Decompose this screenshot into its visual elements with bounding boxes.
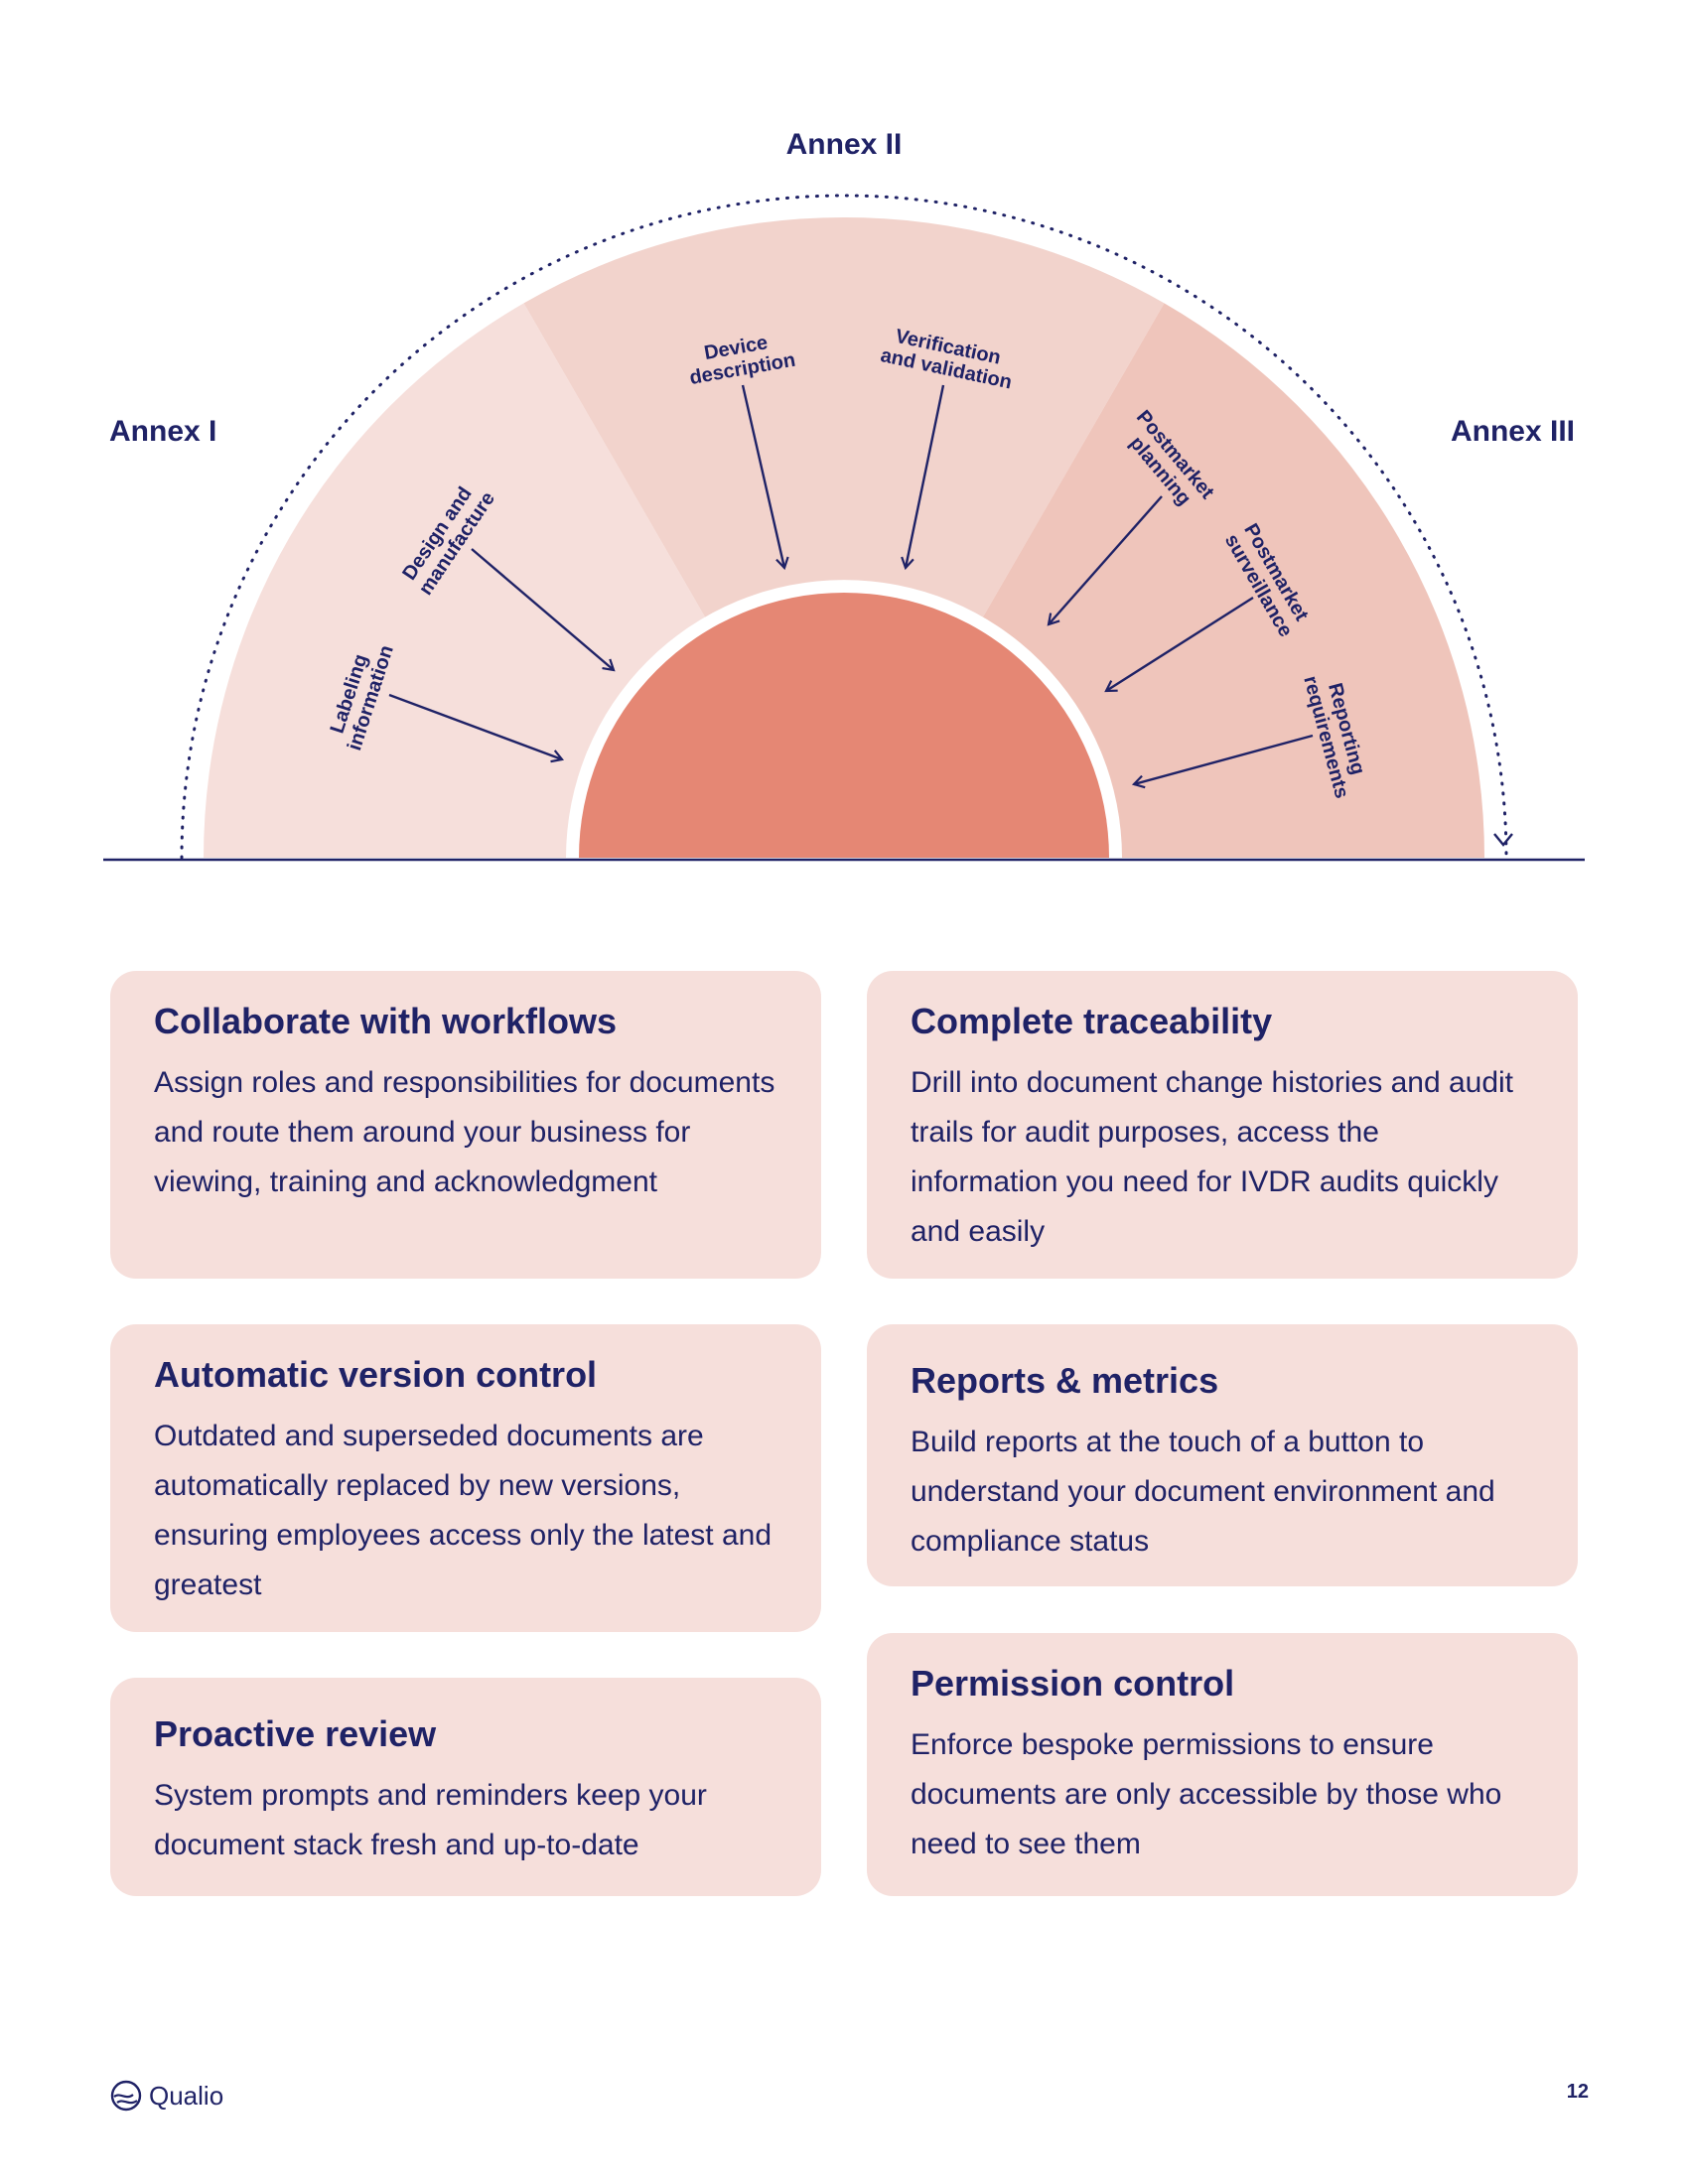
card-body: Build reports at the touch of a button t… bbox=[911, 1426, 1495, 1558]
feature-card-workflows: Collaborate with workflows Assign roles … bbox=[110, 971, 821, 1279]
page-number: 12 bbox=[1566, 2081, 1589, 2103]
card-title: Collaborate with workflows bbox=[154, 1001, 618, 1041]
qualio-logo-icon bbox=[110, 2080, 142, 2112]
feature-card-proactive-review: Proactive review System prompts and remi… bbox=[110, 1678, 821, 1896]
card-title: Permission control bbox=[911, 1663, 1235, 1704]
card-body: Outdated and superseded documents are au… bbox=[154, 1420, 773, 1601]
feature-card-version-control: Automatic version control Outdated and s… bbox=[110, 1324, 821, 1632]
feature-card-traceability: Complete traceability Drill into documen… bbox=[867, 971, 1578, 1279]
dotted-arc bbox=[180, 194, 1508, 860]
card-title: Proactive review bbox=[154, 1713, 437, 1754]
feature-card-reports-metrics: Reports & metrics Build reports at the t… bbox=[867, 1324, 1578, 1586]
arrow-reporting-requirements bbox=[1131, 734, 1314, 789]
card-body: Enforce bespoke permissions to ensure do… bbox=[911, 1728, 1502, 1860]
annex-2-label: Annex II bbox=[786, 128, 903, 161]
arrow-device-description bbox=[741, 384, 789, 571]
footer-brand[interactable]: Qualio bbox=[109, 2079, 223, 2113]
card-title: Reports & metrics bbox=[911, 1360, 1219, 1401]
card-body: Assign roles and responsibilities for do… bbox=[154, 1066, 775, 1198]
arrow-verification-validation bbox=[901, 384, 945, 571]
annex-1-label: Annex I bbox=[109, 415, 216, 448]
card-title: Complete traceability bbox=[911, 1001, 1273, 1041]
arrow-postmarket-surveillance bbox=[1104, 596, 1254, 693]
card-title: Automatic version control bbox=[154, 1354, 598, 1395]
brand-name: Qualio bbox=[149, 2080, 224, 2111]
chevron-down-icon bbox=[1493, 833, 1513, 847]
annex-3-label: Annex III bbox=[1451, 415, 1575, 448]
center-half-circle bbox=[579, 593, 1109, 858]
card-body: Drill into document change histories and… bbox=[911, 1066, 1514, 1248]
arrow-labeling-information bbox=[388, 693, 565, 763]
arrow-design-manufacture bbox=[471, 548, 616, 672]
feature-card-permission-control: Permission control Enforce bespoke permi… bbox=[867, 1633, 1578, 1896]
annex-2-band bbox=[523, 216, 1165, 859]
annex-diagram: Annex I Annex II Annex III Labeling info… bbox=[103, 128, 1585, 862]
arrow-postmarket-planning bbox=[1047, 495, 1163, 626]
card-body: System prompts and reminders keep your d… bbox=[154, 1779, 707, 1861]
